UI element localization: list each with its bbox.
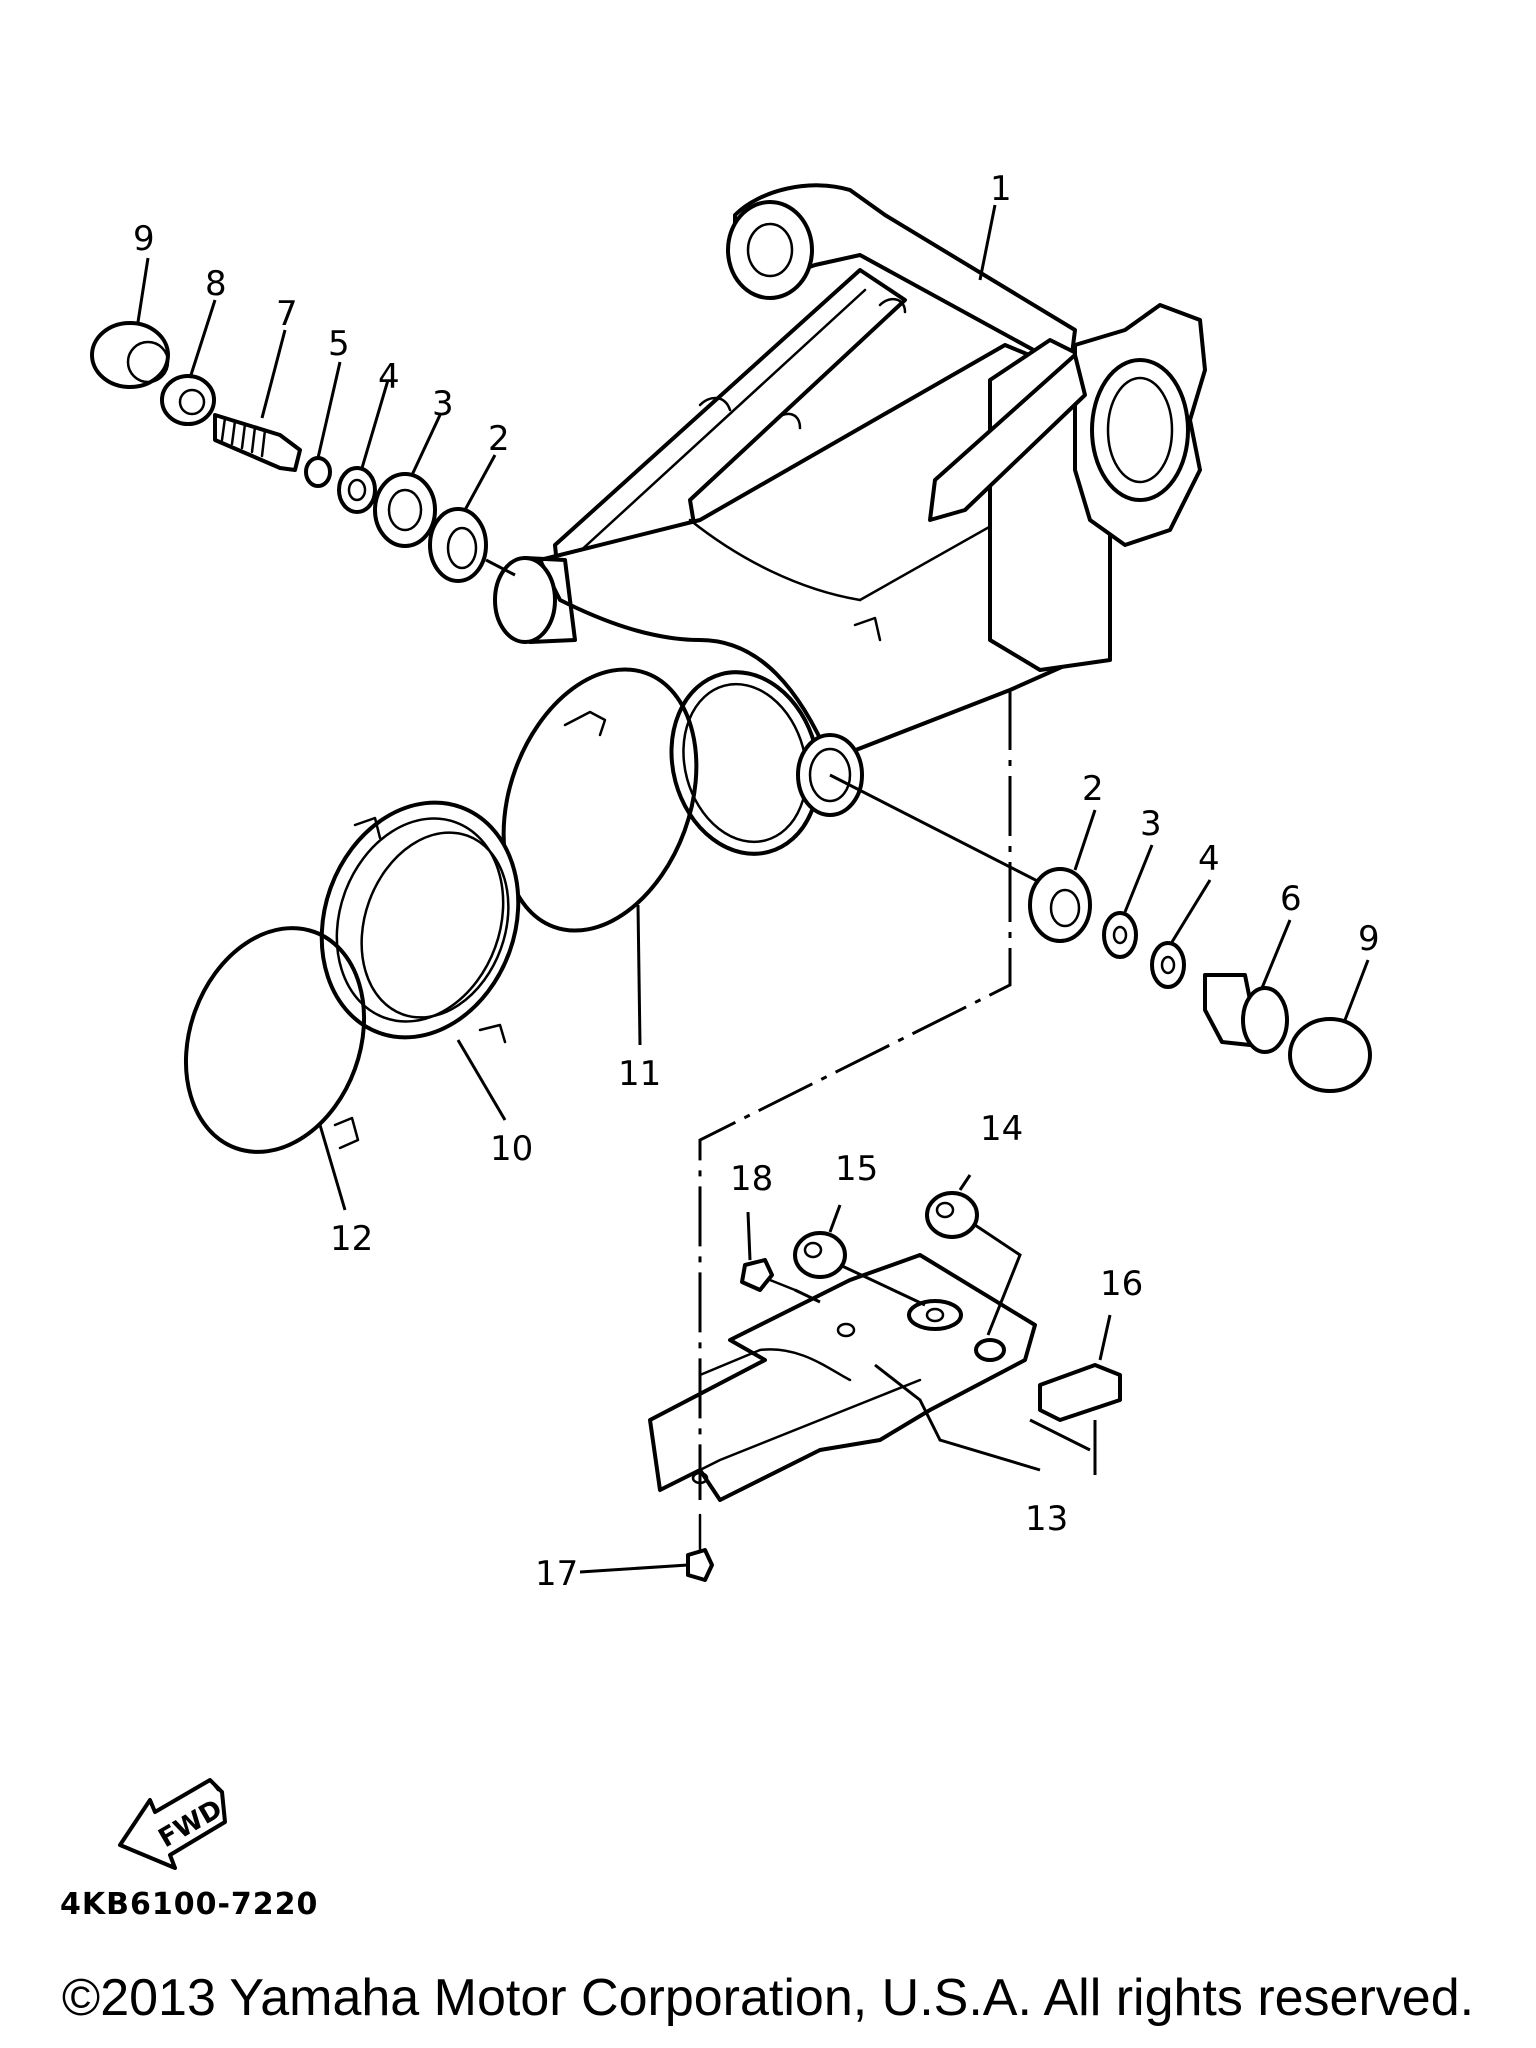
leader-lines <box>136 204 1370 1574</box>
callout-11: 11 <box>618 1054 661 1094</box>
callout-13: 13 <box>1025 1499 1068 1539</box>
callout-5: 5 <box>328 324 350 364</box>
part-callouts: 1 9 8 7 5 4 3 2 2 3 4 6 9 11 10 12 14 15… <box>133 169 1380 1594</box>
callout-2-right: 2 <box>1082 769 1104 809</box>
callout-17: 17 <box>535 1554 578 1594</box>
diagram-code: 4KB6100-7220 <box>60 1887 319 1922</box>
callout-15: 15 <box>835 1149 878 1189</box>
callout-9-left: 9 <box>133 219 155 259</box>
callout-6: 6 <box>1280 879 1302 919</box>
right-pivot-parts <box>829 773 1372 1093</box>
callout-14: 14 <box>980 1109 1023 1149</box>
callout-18: 18 <box>730 1159 773 1199</box>
callout-4-right: 4 <box>1198 839 1220 879</box>
callout-7: 7 <box>276 294 298 334</box>
callout-9-right: 9 <box>1358 919 1380 959</box>
callout-16: 16 <box>1100 1264 1143 1304</box>
callout-2-left: 2 <box>488 419 510 459</box>
callout-3-left: 3 <box>432 384 454 424</box>
callout-4-left: 4 <box>378 357 400 397</box>
copyright-notice: ©2013 Yamaha Motor Corporation, U.S.A. A… <box>61 1969 1475 2027</box>
chain-guard <box>648 690 1122 1582</box>
callout-8: 8 <box>205 264 227 304</box>
callout-10: 10 <box>490 1129 533 1169</box>
swingarm <box>493 183 1207 856</box>
callout-12: 12 <box>330 1219 373 1259</box>
callout-1: 1 <box>990 169 1012 209</box>
fwd-arrow-icon: FWD <box>118 1778 228 1870</box>
left-pivot-parts <box>90 321 516 583</box>
callout-3-right: 3 <box>1140 804 1162 844</box>
boot-and-clamps <box>183 667 699 1154</box>
